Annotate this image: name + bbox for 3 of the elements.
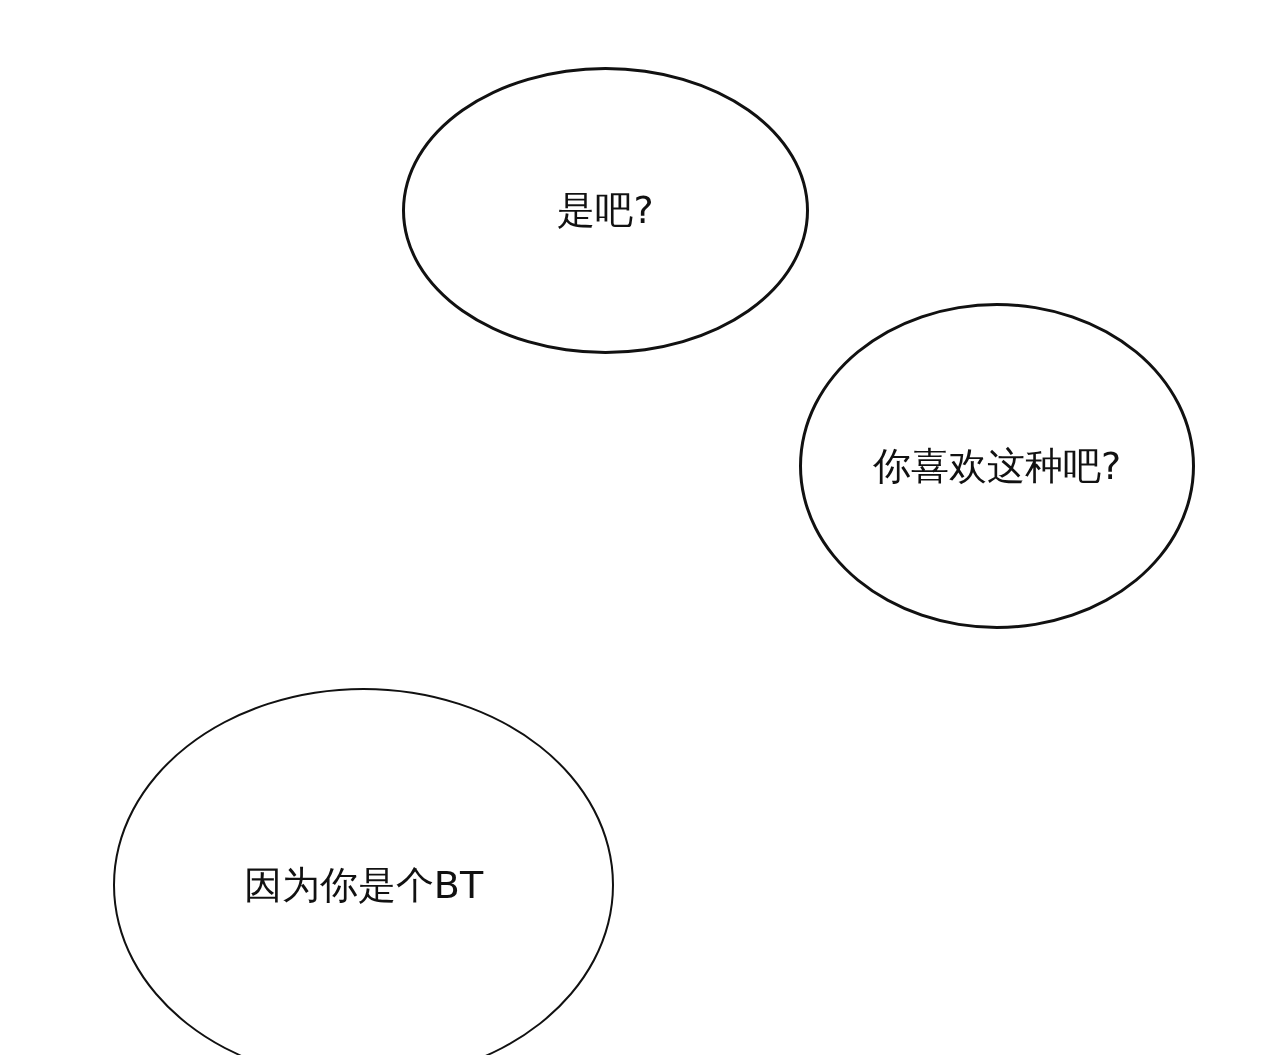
speech-text: 是吧? [557,187,654,234]
speech-text: 你喜欢这种吧? [872,442,1122,490]
speech-text: 因为你是个BT [243,861,484,909]
